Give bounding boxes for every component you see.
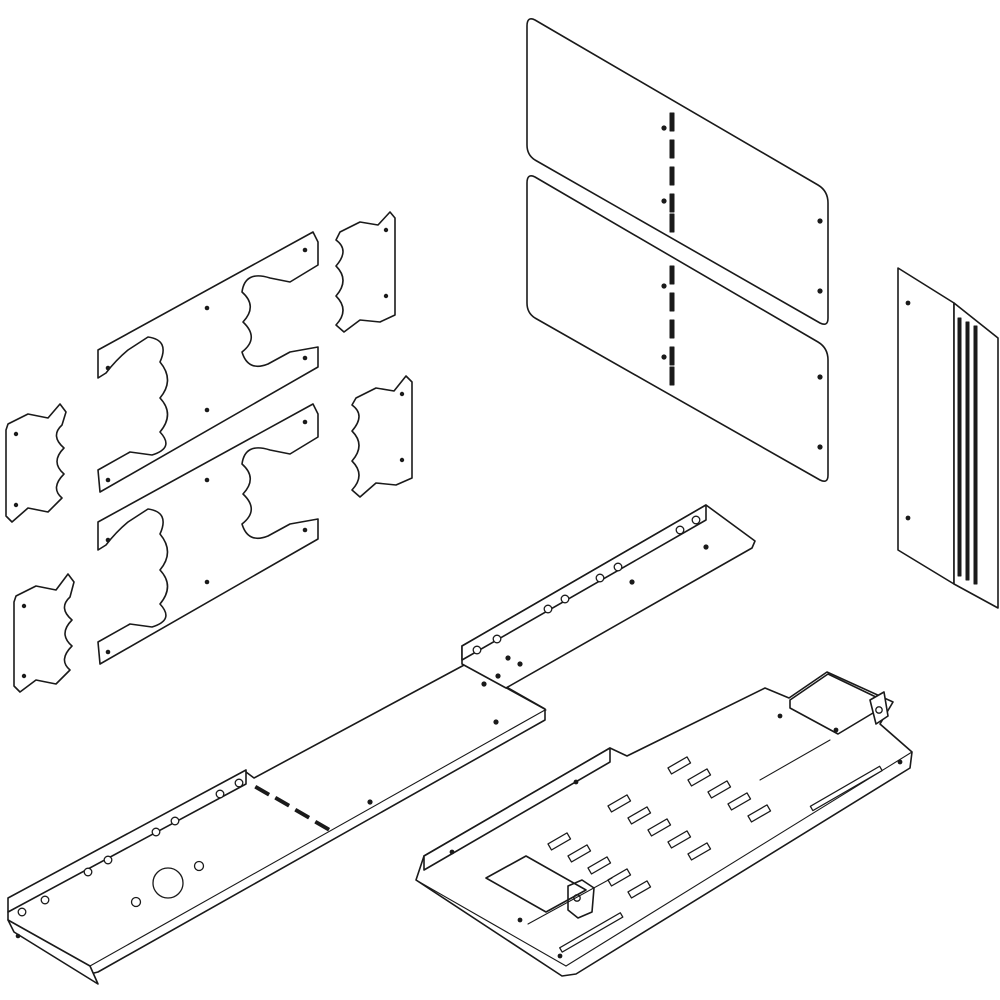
cable-bracket-plate-lower: [97, 403, 319, 665]
vent-slot-array: [547, 756, 772, 899]
filler-plate-mid-right: [351, 375, 413, 498]
filler-plate-mid-left: [5, 403, 67, 523]
cable-bracket-plate-upper: [97, 231, 319, 493]
upper-back-panel: [526, 18, 829, 325]
filler-plate-bottom-left: [13, 573, 75, 693]
side-vent-panel: [897, 267, 999, 609]
lower-back-panel: [526, 175, 829, 482]
ventilated-tray: [415, 671, 913, 977]
mounting-rail-long: [7, 504, 756, 985]
filler-plate-top-right: [335, 211, 396, 333]
